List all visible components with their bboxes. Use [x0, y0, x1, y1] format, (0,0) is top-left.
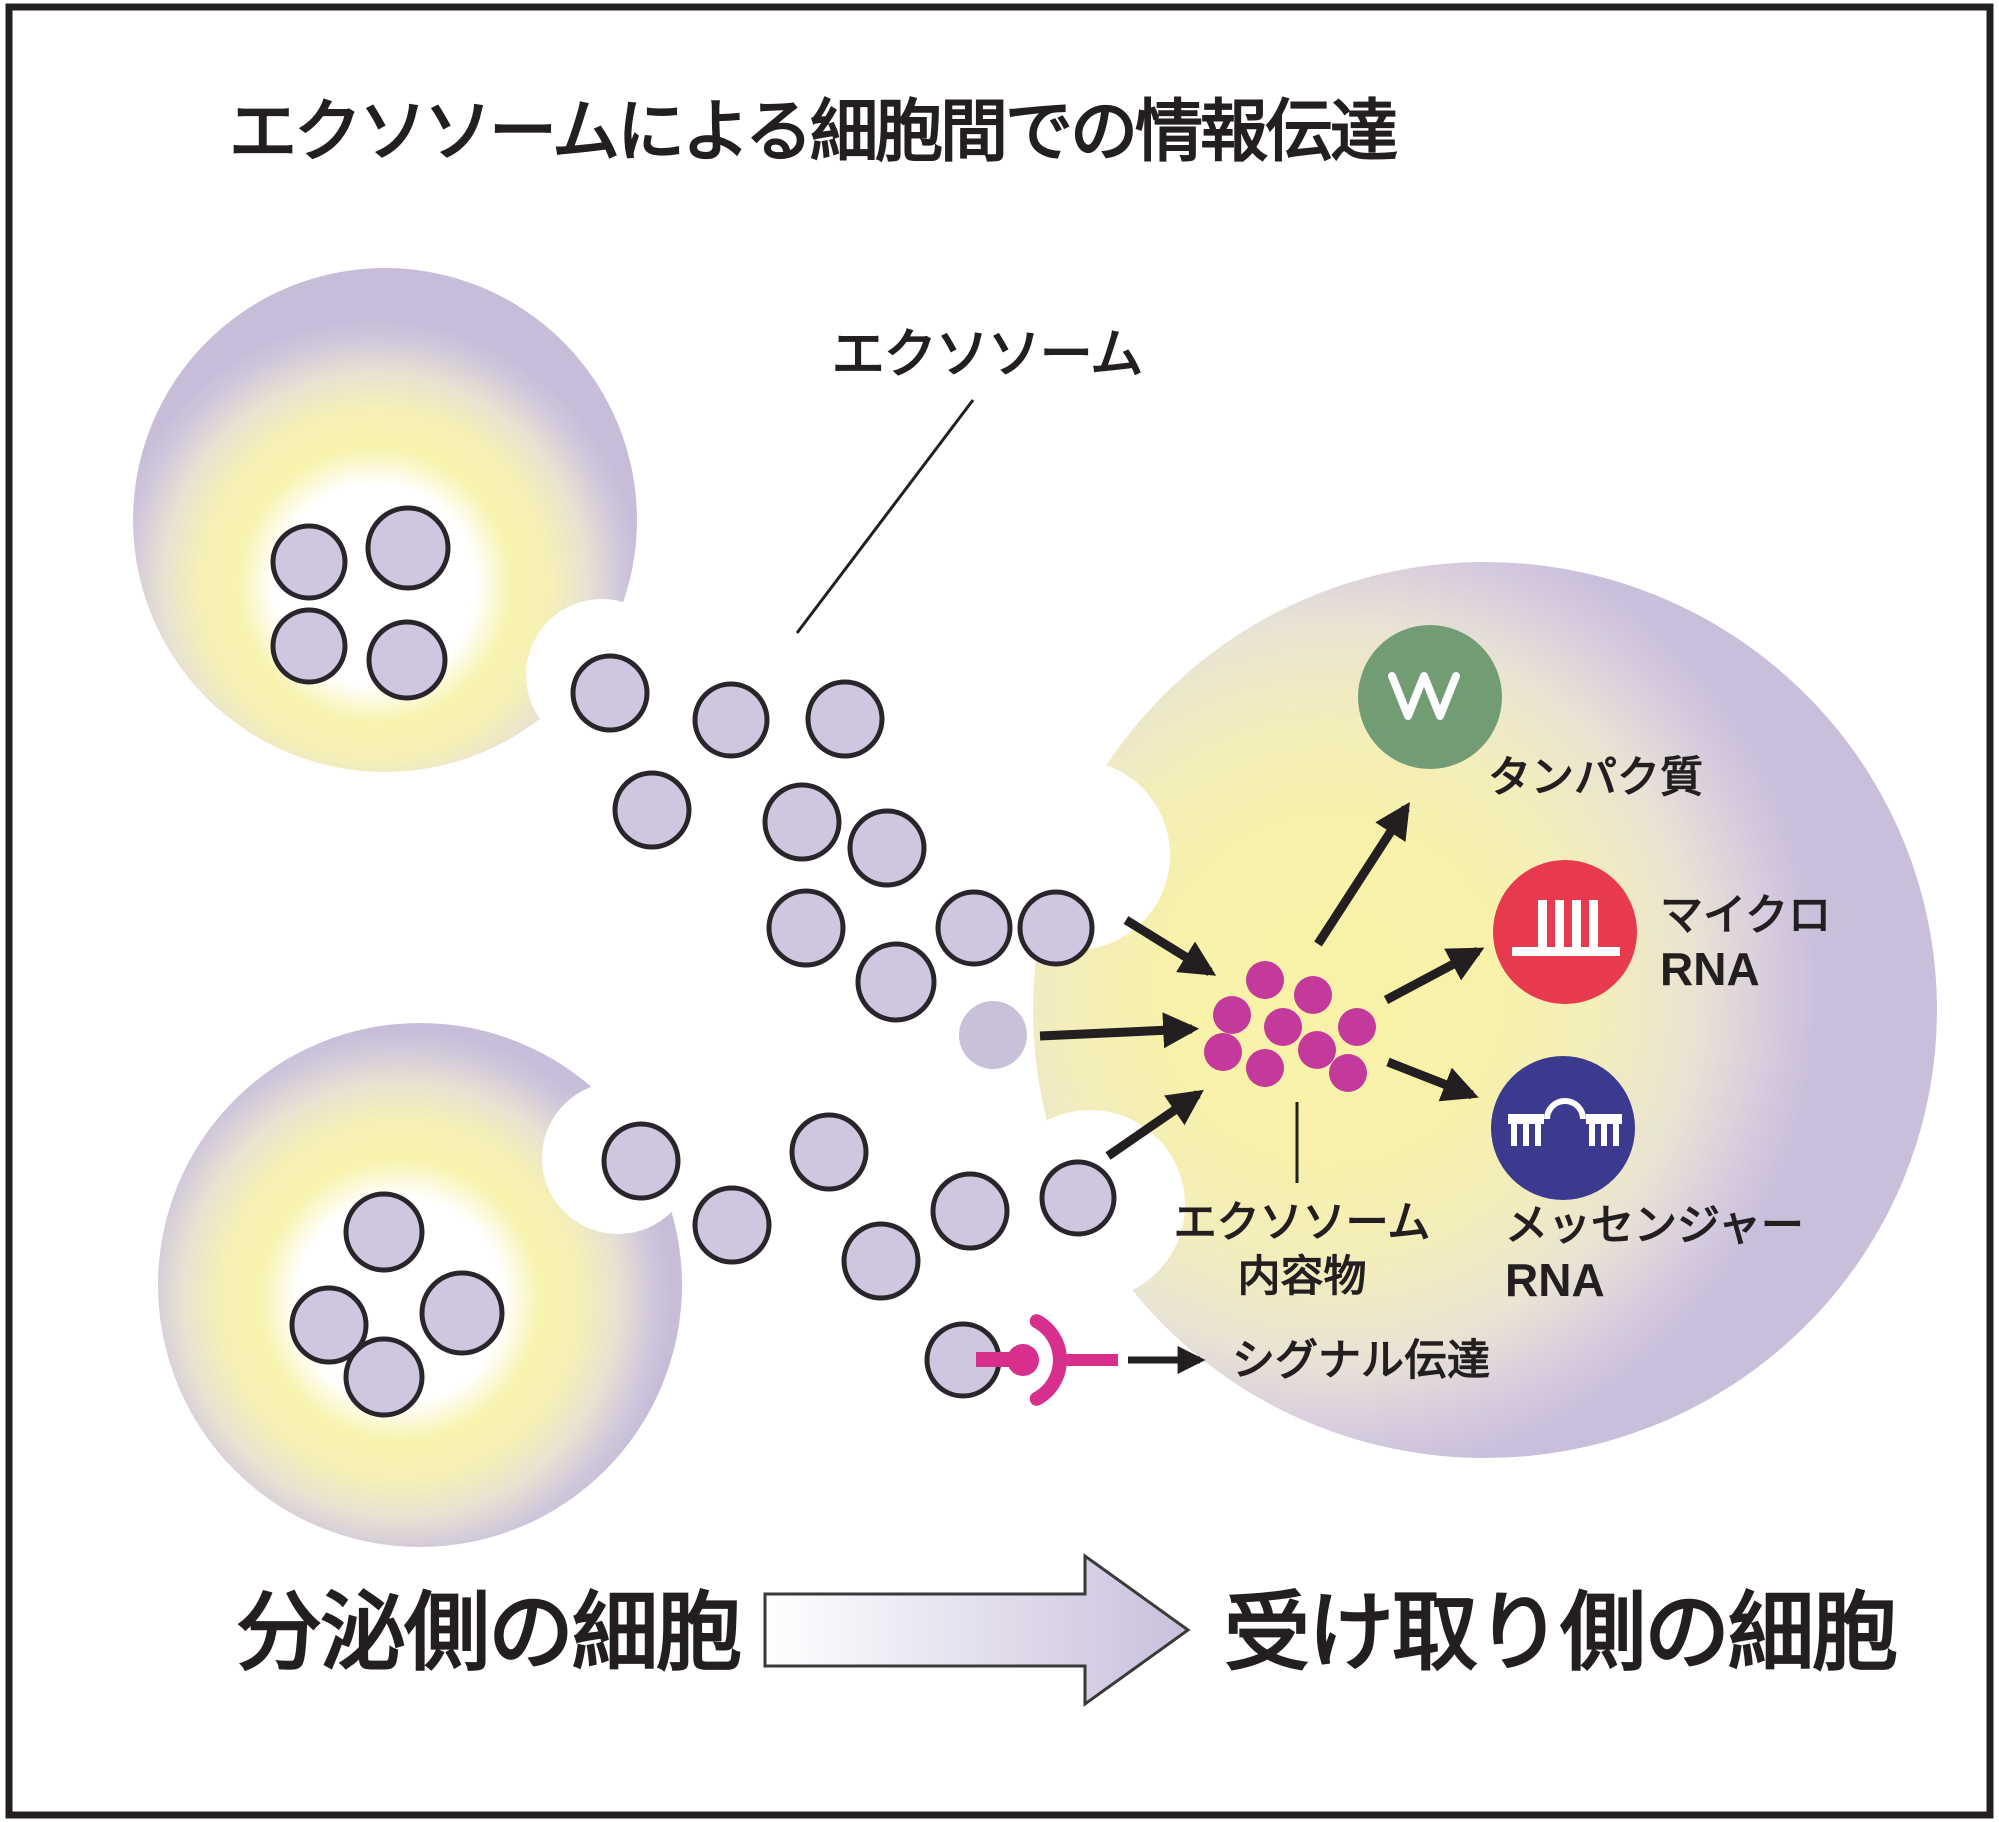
uptake-arrow — [1123, 916, 1217, 976]
content-dot — [1213, 996, 1251, 1034]
hairpin-comb-icon — [1508, 1098, 1622, 1146]
messenger-rna-label-line2: RNA — [1505, 1254, 1605, 1306]
icon-tooth — [1601, 1124, 1607, 1146]
icon-tooth — [1589, 1124, 1595, 1146]
content-dot — [1298, 1031, 1336, 1069]
content-dot — [1294, 976, 1332, 1014]
vesicle — [289, 1285, 369, 1365]
release-arrows — [1314, 801, 1485, 1102]
frame-border — [5, 3, 1994, 1819]
micro-rna-cargo: マイクロ RNA — [1493, 860, 1831, 1004]
messenger-rna-circle — [1491, 1056, 1635, 1200]
vesicle — [270, 607, 348, 685]
icon-arch — [1544, 1098, 1586, 1120]
icon-baseline — [1512, 947, 1620, 956]
arrow-to-micro-rna — [1383, 947, 1485, 1004]
arrow-to-messenger-rna — [1386, 1057, 1479, 1102]
exosome-stream-top — [570, 653, 1095, 1023]
exosome-label: エクソソーム — [832, 325, 1142, 384]
bar-comb-icon — [1512, 900, 1620, 956]
icon-bar — [1589, 900, 1598, 947]
big-transfer-arrow — [763, 1553, 1191, 1707]
receptor-ligand-ball — [1007, 1344, 1039, 1376]
receptor-cup-icon — [1029, 1314, 1067, 1406]
exosome-pointer-line — [795, 399, 975, 634]
vesicle — [365, 505, 451, 591]
protein-cargo: タンパク質 — [1358, 625, 1703, 802]
zigzag-protein-icon — [1388, 672, 1460, 720]
exosome — [692, 1185, 772, 1265]
icon-tooth — [1613, 1124, 1619, 1146]
icon-tooth — [1523, 1124, 1529, 1146]
icon-tooth — [1511, 1124, 1517, 1146]
exosome — [930, 1171, 1010, 1251]
exosome — [789, 1112, 869, 1192]
icon-bar — [1555, 900, 1564, 947]
icon-tooth — [1535, 1124, 1541, 1146]
exosome — [612, 770, 692, 850]
uptake-arrow — [1039, 1012, 1200, 1049]
bottom-legend: 分泌側の細胞 受け取り側の細胞 — [236, 1553, 1899, 1707]
vesicle — [419, 1270, 505, 1356]
icon-bar — [1586, 1114, 1622, 1124]
micro-rna-label-line1: マイクロ — [1660, 892, 1831, 940]
arrow-to-protein — [1314, 801, 1410, 947]
icon-left-comb — [1508, 1114, 1544, 1146]
content-dot — [1329, 1054, 1367, 1092]
content-dot — [1264, 1008, 1302, 1046]
multivesicular-body — [289, 1191, 505, 1418]
vesicle — [343, 1336, 425, 1418]
content-dot — [1338, 1008, 1376, 1046]
exosome-stream-bottom — [601, 1112, 1117, 1301]
icon-bar — [1538, 900, 1547, 947]
exosome — [1039, 1159, 1117, 1237]
exosome — [1017, 889, 1095, 967]
vesicle — [366, 619, 448, 701]
docked-exosome — [959, 1001, 1027, 1069]
exosome-contents-cluster — [1204, 961, 1376, 1092]
exosome — [766, 888, 846, 968]
content-dot — [1204, 1033, 1242, 1071]
multivesicular-body — [270, 505, 451, 701]
content-dot — [1246, 1049, 1284, 1087]
exosome — [570, 653, 650, 733]
exosome — [935, 889, 1013, 967]
vesicle — [343, 1191, 425, 1273]
icon-right-comb — [1586, 1114, 1622, 1146]
exosome — [841, 1221, 921, 1301]
contents-label-line2: 内容物 — [1238, 1253, 1367, 1301]
exosome — [855, 941, 937, 1023]
exosome — [692, 681, 770, 759]
icon-bar — [1508, 1114, 1544, 1124]
icon-bar — [1572, 900, 1581, 947]
messenger-rna-label-line1: メッセンジャー — [1505, 1202, 1804, 1250]
signal-label: シグナル伝達 — [1232, 1337, 1490, 1385]
receiving-cell-label: 受け取り側の細胞 — [1224, 1585, 1897, 1681]
secreting-cell-bottom — [158, 1023, 694, 1547]
exosome — [847, 808, 927, 888]
contents-label-line1: エクソソーム — [1174, 1199, 1431, 1247]
receptor-stub — [976, 1352, 1014, 1367]
vesicle — [270, 523, 348, 601]
cell-body — [1033, 562, 1937, 1458]
micro-rna-label-line2: RNA — [1660, 943, 1760, 995]
page-title: エクソソームによる細胞間での情報伝達 — [229, 94, 1398, 170]
receptor-tail — [1062, 1354, 1118, 1366]
uptake-arrows — [1039, 916, 1217, 1160]
signal-transduction: シグナル伝達 — [924, 1314, 1490, 1406]
content-dot — [1246, 961, 1284, 999]
messenger-rna-cargo: メッセンジャー RNA — [1491, 1056, 1804, 1306]
exosome — [762, 782, 842, 862]
exosome — [601, 1121, 681, 1201]
secreting-cell-label: 分泌側の細胞 — [236, 1585, 741, 1681]
exosome — [805, 679, 885, 759]
micro-rna-circle — [1493, 860, 1637, 1004]
protein-label: タンパク質 — [1488, 754, 1703, 802]
uptake-arrow — [1105, 1089, 1204, 1160]
